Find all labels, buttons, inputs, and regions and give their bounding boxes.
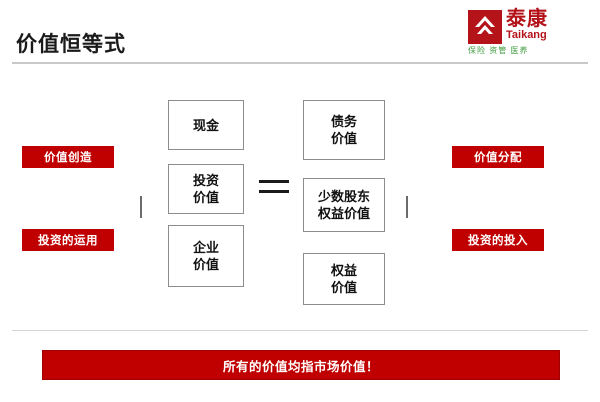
- equals-sign: [259, 178, 289, 198]
- footer-banner: 所有的价值均指市场价值！: [42, 350, 560, 380]
- box-firm-value: 企业价值: [168, 225, 244, 287]
- left-brace-tick: [140, 196, 142, 218]
- box-debt-value: 债务价值: [303, 100, 385, 160]
- box-minority-interest-value: 少数股东权益价值: [303, 178, 385, 232]
- taikang-logo-icon: [468, 10, 502, 44]
- logo-name-cn: 泰康: [506, 8, 548, 30]
- title-divider: [12, 62, 588, 64]
- logo-tagline: 保险 资管 医养: [468, 46, 529, 55]
- page-title: 价值恒等式: [16, 33, 126, 56]
- label-value-creation: 价值创造: [22, 146, 114, 168]
- brand-logo: 泰康 Taikang 保险 资管 医养: [468, 8, 586, 56]
- box-cash: 现金: [168, 100, 244, 150]
- logo-name-en: Taikang: [506, 29, 547, 41]
- label-investment-input: 投资的投入: [452, 229, 544, 251]
- box-equity-value: 权益价值: [303, 253, 385, 305]
- label-investment-use: 投资的运用: [22, 229, 114, 251]
- box-investment-value: 投资价值: [168, 164, 244, 214]
- right-brace-tick: [406, 196, 408, 218]
- label-value-allocation: 价值分配: [452, 146, 544, 168]
- footer-divider: [12, 330, 588, 331]
